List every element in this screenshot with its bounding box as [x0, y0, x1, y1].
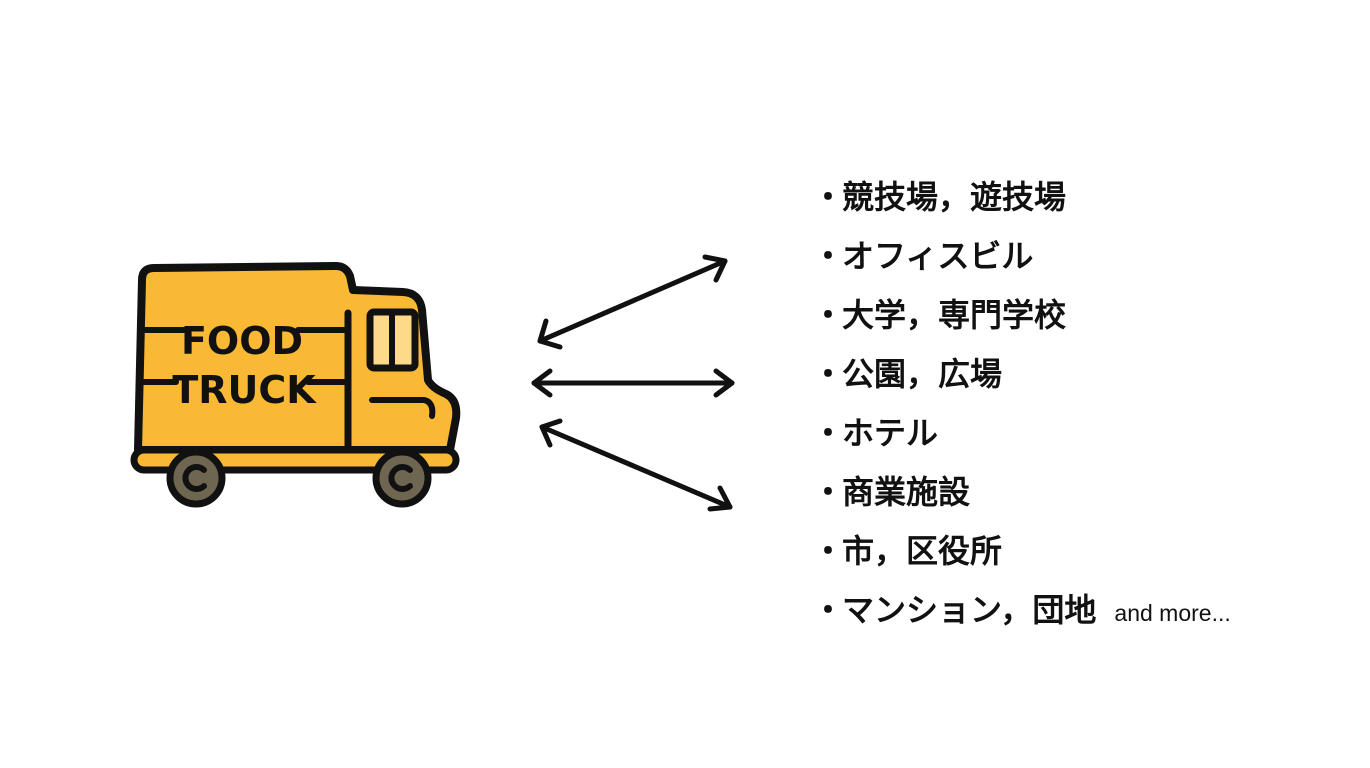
list-item: ・競技場，遊技場 — [812, 172, 1231, 231]
bullet: ・ — [812, 414, 845, 452]
arrow-upper — [537, 254, 728, 350]
truck-label-truck: TRUCK — [172, 368, 317, 412]
location-label: 公園，広場 — [842, 355, 1003, 393]
food-truck-icon: FOOD TRUCK — [130, 262, 461, 508]
bullet: ・ — [812, 532, 845, 570]
bullet: ・ — [812, 296, 845, 334]
list-item: ・マンション，団地 and more... — [812, 585, 1231, 644]
truck-label-food: FOOD — [181, 319, 303, 363]
location-label: ホテル — [842, 414, 939, 452]
location-list: ・競技場，遊技場 ・オフィスビル ・大学，専門学校 ・公園，広場 ・ホテル ・商… — [812, 172, 1231, 644]
arrow-lower — [539, 418, 733, 512]
and-more-note: and more... — [1114, 600, 1231, 626]
truck-wheel-rear — [372, 448, 432, 508]
truck-wheel-front — [166, 448, 226, 508]
arrows-diagram — [531, 254, 735, 512]
list-item: ・大学，専門学校 — [812, 290, 1231, 349]
bullet: ・ — [812, 473, 845, 511]
location-label: 大学，専門学校 — [842, 296, 1067, 334]
bullet: ・ — [812, 355, 845, 393]
bullet: ・ — [812, 237, 845, 275]
bullet: ・ — [812, 178, 845, 216]
location-label: 競技場，遊技場 — [842, 178, 1067, 216]
list-item: ・公園，広場 — [812, 349, 1231, 408]
location-label: 商業施設 — [842, 473, 971, 511]
list-item: ・オフィスビル — [812, 231, 1231, 290]
location-label: オフィスビル — [842, 237, 1034, 275]
list-item: ・ホテル — [812, 408, 1231, 467]
bullet: ・ — [812, 591, 845, 629]
arrow-middle — [531, 368, 735, 398]
list-item: ・商業施設 — [812, 467, 1231, 526]
list-item: ・市，区役所 — [812, 526, 1231, 585]
location-label: マンション，団地 — [842, 591, 1097, 629]
location-label: 市，区役所 — [842, 532, 1003, 570]
